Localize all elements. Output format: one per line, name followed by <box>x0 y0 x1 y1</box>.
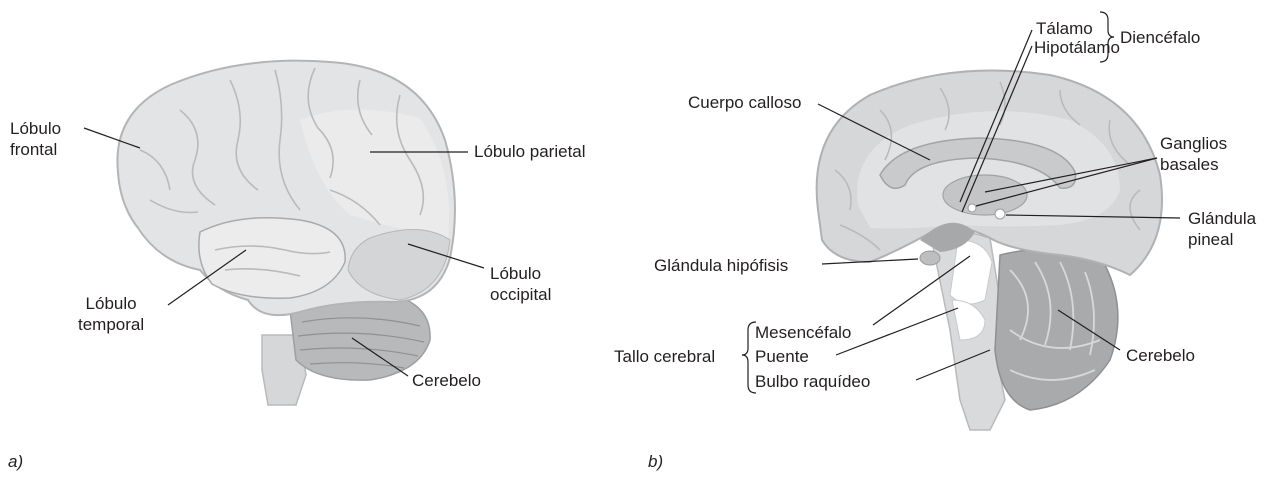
label-lobulo-frontal: Lóbulo frontal <box>10 118 61 160</box>
lateral-leader-lines <box>83 127 485 377</box>
label-cerebelo-a: Cerebelo <box>412 371 481 390</box>
panel-letter-a: a) <box>8 452 24 471</box>
label-lobulo-occipital-line2: occipital <box>490 285 552 304</box>
label-glandula-hipofisis: Glándula hipófisis <box>654 256 789 275</box>
lateral-brain <box>116 59 456 406</box>
label-ganglios-line2: basales <box>1160 155 1219 174</box>
label-puente: Puente <box>755 347 809 366</box>
label-lobulo-frontal-line1: Lóbulo <box>10 119 62 138</box>
label-talamo: Tálamo <box>1036 19 1093 38</box>
label-hipotalamo: Hipotálamo <box>1034 38 1120 57</box>
sagittal-brain <box>815 69 1163 431</box>
label-cerebelo-b: Cerebelo <box>1126 346 1195 365</box>
label-lobulo-temporal-line1: Lóbulo <box>85 294 137 313</box>
label-ganglios-line1: Ganglios <box>1160 134 1228 153</box>
label-lobulo-frontal-line2: frontal <box>10 140 58 159</box>
label-lobulo-occipital-line1: Lóbulo <box>490 264 542 283</box>
label-pineal-line1: Glándula <box>1188 209 1257 228</box>
label-lobulo-temporal-line2: temporal <box>78 315 145 334</box>
label-cuerpo-calloso: Cuerpo calloso <box>688 93 802 112</box>
label-diencefalo: Diencéfalo <box>1120 28 1201 47</box>
label-lobulo-parietal: Lóbulo parietal <box>474 142 586 161</box>
label-glandula-pineal: Glándula pineal <box>1188 208 1256 250</box>
label-lobulo-occipital: Lóbulo occipital <box>490 263 551 305</box>
sagittal-leader-lines <box>741 11 1181 394</box>
label-ganglios-basales: Ganglios basales <box>1160 133 1227 175</box>
label-mesencefalo: Mesencéfalo <box>755 323 852 342</box>
label-pineal-line2: pineal <box>1188 230 1234 249</box>
label-bulbo-raquideo: Bulbo raquídeo <box>755 372 871 391</box>
label-lobulo-temporal: Lóbulo temporal <box>78 293 144 335</box>
label-tallo-cerebral: Tallo cerebral <box>614 347 716 366</box>
panel-letter-b: b) <box>648 452 664 471</box>
